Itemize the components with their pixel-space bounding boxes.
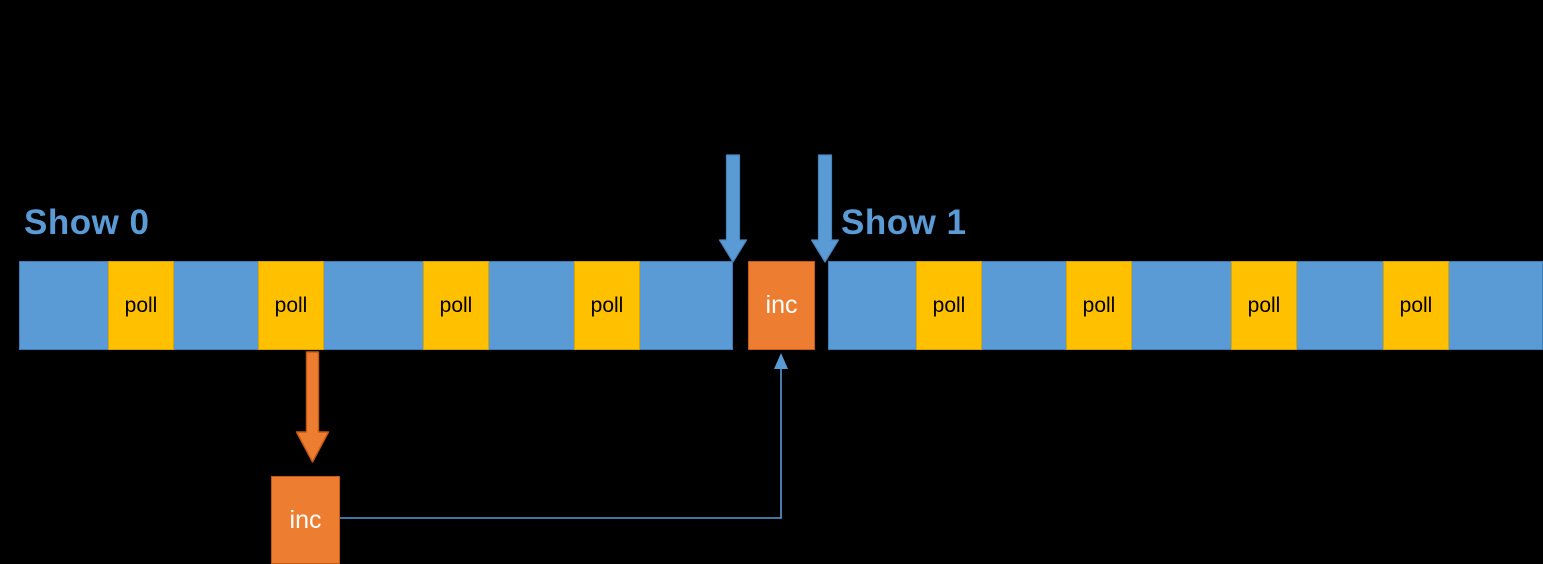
show-tick-arrow-0 xyxy=(718,154,748,263)
poll-cell[interactable]: poll xyxy=(916,261,982,350)
poll-cell[interactable]: poll xyxy=(258,261,324,350)
poll-cell[interactable]: poll xyxy=(423,261,489,350)
inc-cell-deferred[interactable]: inc xyxy=(271,476,340,564)
poll-cell[interactable]: poll xyxy=(1066,261,1132,350)
return-connector-arrow xyxy=(340,353,788,519)
poll-cell[interactable]: poll xyxy=(1231,261,1297,350)
poll-cell[interactable]: poll xyxy=(1383,261,1449,350)
poll-cell[interactable]: poll xyxy=(574,261,640,350)
show-0-label: Show 0 xyxy=(24,203,150,242)
defer-down-arrow xyxy=(295,351,330,463)
show-1-label: Show 1 xyxy=(841,203,967,242)
inc-cell-timeline[interactable]: inc xyxy=(748,261,815,350)
show-tick-arrow-1 xyxy=(810,154,840,263)
poll-cell[interactable]: poll xyxy=(108,261,174,350)
